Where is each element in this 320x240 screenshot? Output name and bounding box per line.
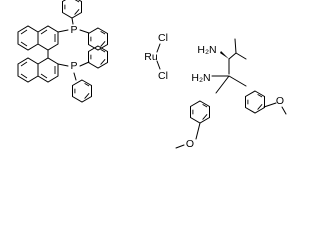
phenyl-ring-3 xyxy=(88,45,108,69)
phosphorus-lower-label: P xyxy=(70,60,77,72)
phosphorus-upper-label: P xyxy=(70,24,77,36)
anisyl-ring-right xyxy=(245,90,265,114)
amine-upper-label: H₂N xyxy=(197,44,216,56)
phenyl-ring-4 xyxy=(72,79,92,103)
binap-ligand: P P xyxy=(17,0,108,103)
diamine-ligand: H₂N H₂N O O xyxy=(175,38,287,150)
anisyl-ring-left xyxy=(190,100,210,124)
ruthenium-center: Cl Ru Cl xyxy=(144,32,168,82)
amine-lower-label: H₂N xyxy=(191,72,210,84)
ruthenium-complex-structure: P P Cl Ru Cl H₂N H₂N O O xyxy=(17,0,287,150)
chloride-lower-label: Cl xyxy=(158,70,168,82)
ruthenium-label: Ru xyxy=(144,51,158,63)
phenyl-ring-2 xyxy=(88,27,108,51)
phenyl-ring-1 xyxy=(62,0,82,19)
methoxy-oxygen-left: O xyxy=(186,138,194,150)
chloride-upper-label: Cl xyxy=(158,32,168,44)
naphthyl-upper xyxy=(17,25,59,51)
naphthyl-lower xyxy=(17,57,59,83)
methoxy-oxygen-right: O xyxy=(276,95,284,107)
wedge-bond xyxy=(220,51,229,59)
